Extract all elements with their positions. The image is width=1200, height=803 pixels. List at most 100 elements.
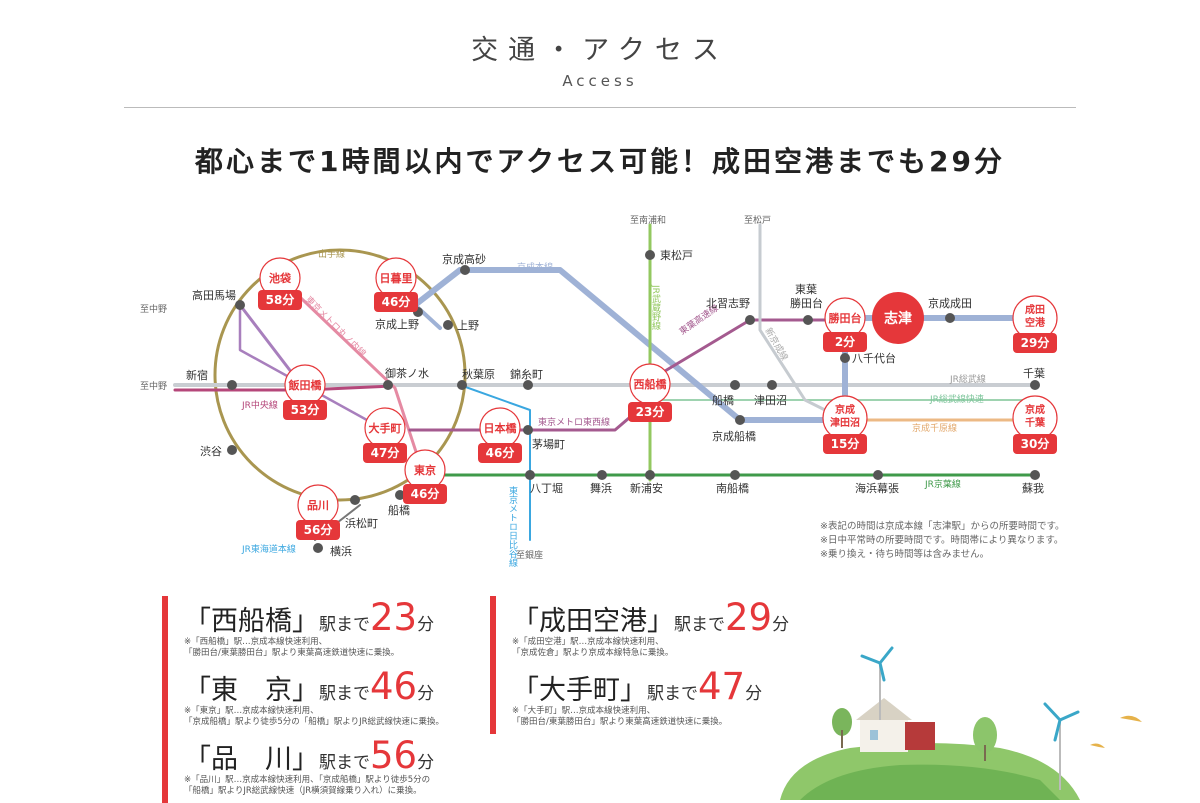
station-badge-nippori: 日暮里 46分 [374,257,418,312]
station-dot [523,380,533,390]
svg-text:15分: 15分 [831,436,860,451]
station-label: 北習志野 [706,297,750,310]
label-tokaido: JR東海道本線 [241,543,296,555]
station-label: 海浜幕張 [855,481,899,495]
station-label: 舞浜 [590,482,612,495]
station-dot [730,470,740,480]
station-dot [597,470,607,480]
station-dot [350,495,360,505]
station-label: 京成上野 [375,317,419,331]
summary-otemachi: 「大手町」駅まで47分 ※「大手町」駅…京成本線快速利用、 「勝田台/東葉勝田台… [512,665,763,727]
station-label: 船橋 [712,393,734,407]
station-dot [767,380,777,390]
station-label: 新宿 [186,368,208,382]
station-dot [1030,380,1040,390]
station-label: 京成船橋 [712,429,756,443]
station-badge-keisei-chiba: 京成 千葉 30分 [1012,395,1058,454]
station-badge-ikebukuro: 池袋 58分 [258,257,302,310]
label-keiyo: JR京葉線 [924,478,961,490]
station-dot [313,543,323,553]
summary-right: 「成田空港」駅まで29分 ※「成田空港」駅…京成本線快速利用、 「京成佐倉」駅よ… [490,596,789,734]
station-label: 勝田台 [790,296,823,310]
station-dot [460,265,470,275]
station-dot [443,320,453,330]
page-title: 交通・アクセス [471,35,729,66]
station-dot [735,415,745,425]
station-label: 茅場町 [532,438,565,451]
headline: 都心まで1時間以内でアクセス可能！成田空港までも29分 [194,145,1006,178]
station-label: 御茶ノ水 [385,366,429,380]
svg-text:品川: 品川 [307,499,329,512]
svg-text:西船橋: 西船橋 [634,377,668,391]
station-dot [873,470,883,480]
landscape-illustration [780,646,1142,800]
station-badge-tokyo: 東京 46分 [403,449,447,504]
station-label: 千葉 [1023,366,1045,380]
station-dot [1030,470,1040,480]
station-dot [803,315,813,325]
station-label: 高田馬場 [192,288,236,302]
station-label: 渋谷 [200,445,222,458]
station-label: 京成成田 [928,296,972,310]
label-hibiya: 東京メトロ日比谷線 [507,485,518,567]
svg-text:46分: 46分 [411,486,440,501]
label-sobu: JR総武線 [949,373,986,385]
station-dot [395,490,405,500]
station-label: 浜松町 [345,516,378,530]
label-chuo: JR中央線 [241,399,278,411]
svg-text:58分: 58分 [266,292,295,307]
station-dot [730,380,740,390]
svg-text:空港: 空港 [1025,316,1046,329]
station-label: 八丁堀 [530,482,563,495]
station-badge-iidabashi: 飯田橋 53分 [283,364,327,420]
svg-text:日暮里: 日暮里 [380,271,413,285]
summary-left: 「西船橋」駅まで23分 ※「西船橋」駅…京成本線快速利用、 「勝田台/東葉勝田台… [162,596,444,803]
station-label: 秋葉原 [462,367,495,381]
footnotes: ※表記の時間は京成本線「志津駅」からの所要時間です。 ※日中平常時の所要時間です… [820,521,1065,560]
station-dot [227,380,237,390]
station-label: 船橋 [388,503,410,517]
station-dot [945,313,955,323]
tozai-line [459,384,531,541]
station-badge-katsutadai: 勝田台 2分 [823,297,867,352]
station-label: 八千代台 [852,351,896,365]
station-dot [227,445,237,455]
svg-text:東京: 東京 [414,463,436,477]
station-label: 至中野 [140,303,167,315]
station-badge-shinagawa: 品川 56分 [296,484,340,540]
svg-text:飯田橋: 飯田橋 [288,378,323,392]
label-tozai: 東京メトロ東西線 [538,416,610,428]
station-label: 京成高砂 [442,252,486,266]
summary-narita-airport: 「成田空港」駅まで29分 ※「成田空港」駅…京成本線快速利用、 「京成佐倉」駅よ… [512,596,790,658]
svg-text:津田沼: 津田沼 [830,416,860,429]
station-dot [235,300,245,310]
svg-text:46分: 46分 [382,294,411,309]
station-dot [383,380,393,390]
station-badge-nihombashi: 日本橋 46分 [478,407,522,463]
label-musashino: JR武蔵野線 [650,284,661,330]
svg-text:池袋: 池袋 [269,271,292,285]
station-dot [523,425,533,435]
station-badge-shizu: 志津 [872,292,924,344]
summary-shinagawa: 「品 川」駅まで56分 ※「品川」駅…京成本線快速利用、「京成船橋」駅より徒歩5… [184,734,435,796]
svg-text:30分: 30分 [1021,436,1050,451]
station-label: 至南浦和 [630,214,666,226]
svg-text:大手町: 大手町 [369,421,402,435]
svg-text:29分: 29分 [1021,335,1050,350]
station-label: 至松戸 [744,214,771,226]
header-divider [124,107,1076,108]
svg-text:京成: 京成 [1025,403,1045,416]
label-yamanote: 山手線 [318,248,345,260]
station-label: 錦糸町 [510,367,543,381]
summary-tokyo: 「東 京」駅まで46分 ※「東京」駅…京成本線快速利用、 「京成船橋」駅より徒歩… [184,665,444,727]
station-dot [645,250,655,260]
station-label: 東松戸 [660,248,693,262]
svg-text:23分: 23分 [636,404,665,419]
marunouchi-line [278,276,424,472]
yamanote-line [213,248,467,502]
station-label: 東葉 [795,282,817,296]
station-label: 横浜 [330,544,352,558]
svg-text:成田: 成田 [1025,303,1045,316]
station-dot [525,470,535,480]
label-chiba: 京成千原線 [912,422,957,434]
